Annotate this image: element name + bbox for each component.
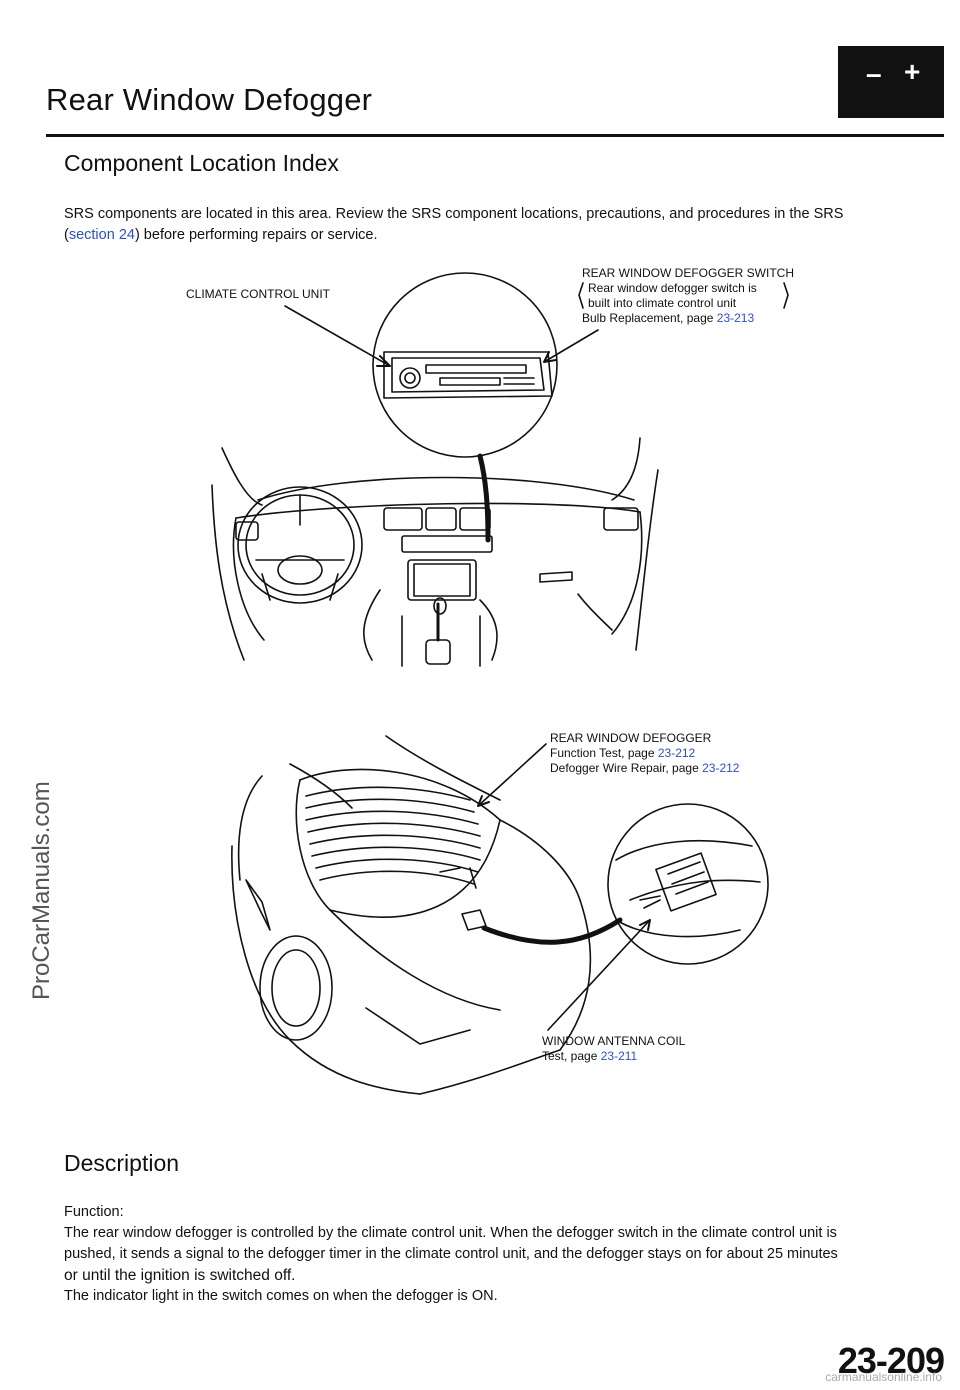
antenna-test-text: Test, page bbox=[542, 1049, 601, 1063]
battery-plus-label: + bbox=[904, 56, 921, 87]
description-line-3: or until the ignition is switched off. bbox=[64, 1267, 296, 1284]
switch-note-1: Rear window defogger switch is bbox=[588, 281, 757, 295]
bulb-replacement-link[interactable]: 23-213 bbox=[716, 311, 755, 325]
srs-text-1: SRS components are located in this area.… bbox=[64, 206, 844, 222]
description-body: Function: The rear window defogger is co… bbox=[64, 1202, 940, 1307]
wire-repair-link[interactable]: 23-212 bbox=[702, 761, 740, 775]
page-title: Rear Window Defogger bbox=[46, 82, 373, 117]
wire-repair-text: Defogger Wire Repair, page bbox=[550, 761, 703, 775]
switch-title: REAR WINDOW DEFOGGER SWITCH bbox=[582, 266, 794, 280]
antenna-coil-zoom-circle bbox=[607, 803, 769, 965]
page-number: 23-209 bbox=[837, 1340, 945, 1381]
footer-watermark: carmanualsonline.info bbox=[825, 1370, 942, 1384]
climate-unit-zoom-circle bbox=[372, 272, 558, 458]
side-watermark: ProCarManuals.com bbox=[28, 781, 55, 1000]
battery-minus-label: – bbox=[866, 58, 882, 89]
bracket-left bbox=[578, 282, 584, 309]
defogger-switch-label: REAR WINDOW DEFOGGER SWITCH Rear window … bbox=[582, 266, 794, 326]
function-test-text: Function Test, page bbox=[550, 746, 658, 760]
rear-defogger-label: REAR WINDOW DEFOGGER Function Test, page… bbox=[550, 731, 739, 776]
srs-section-link[interactable]: section 24 bbox=[68, 227, 135, 243]
srs-notice: SRS components are located in this area.… bbox=[64, 204, 940, 246]
bracket-right bbox=[783, 282, 789, 309]
bulb-replacement-text: Bulb Replacement, page bbox=[582, 311, 717, 325]
antenna-coil-label: WINDOW ANTENNA COIL Test, page 23-211 bbox=[542, 1034, 685, 1064]
defogger-title: REAR WINDOW DEFOGGER bbox=[550, 731, 712, 745]
battery-icon: – + bbox=[838, 46, 944, 118]
title-rule bbox=[46, 134, 944, 137]
description-line-4: The indicator light in the switch comes … bbox=[64, 1288, 498, 1304]
srs-paren: ( bbox=[64, 227, 69, 243]
description-line-2: pushed, it sends a signal to the defogge… bbox=[64, 1246, 838, 1262]
switch-note-2: built into climate control unit bbox=[588, 296, 737, 310]
section-heading: Component Location Index bbox=[64, 150, 339, 176]
climate-control-label: CLIMATE CONTROL UNIT bbox=[186, 287, 331, 301]
antenna-test-link[interactable]: 23-211 bbox=[600, 1049, 638, 1063]
function-test-link[interactable]: 23-212 bbox=[657, 746, 696, 760]
description-line-1: The rear window defogger is controlled b… bbox=[64, 1225, 837, 1241]
car-roof-edge bbox=[385, 735, 501, 801]
function-label: Function: bbox=[64, 1204, 124, 1220]
antenna-title: WINDOW ANTENNA COIL bbox=[542, 1034, 686, 1048]
description-heading: Description bbox=[64, 1150, 180, 1176]
srs-text-2: ) before performing repairs or service. bbox=[134, 227, 378, 243]
